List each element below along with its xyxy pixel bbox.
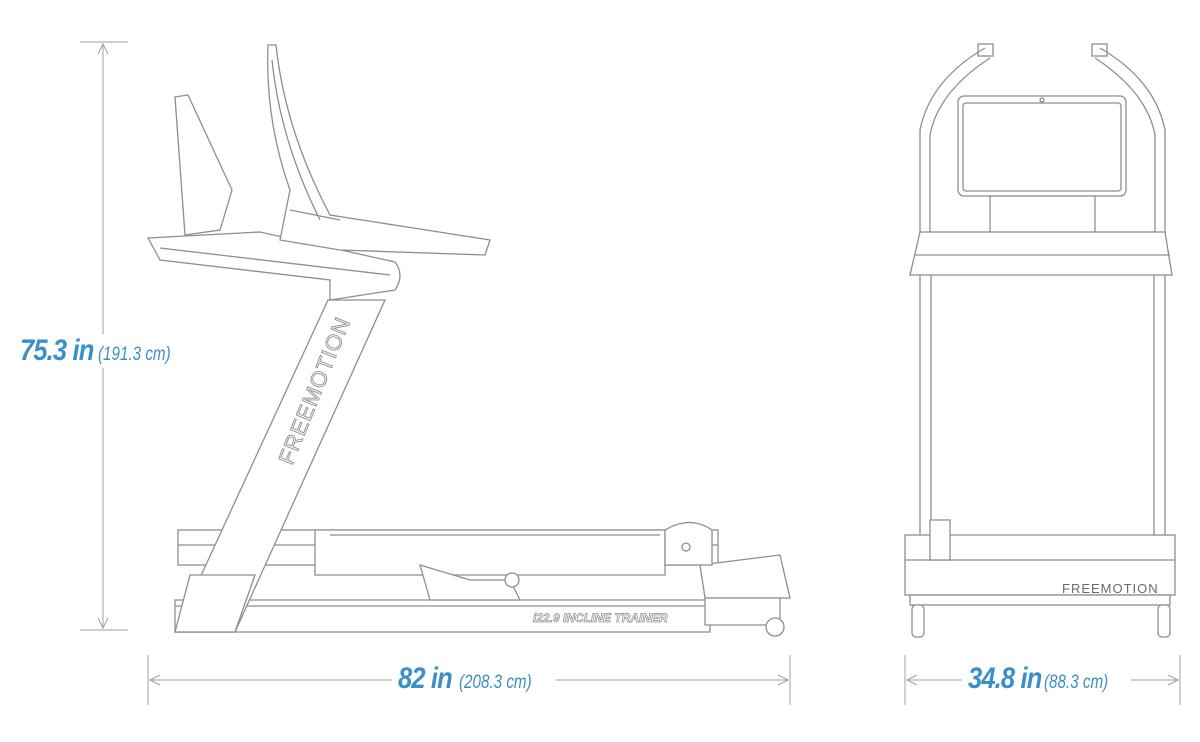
width-dimension-label: 34.8 in(88.3 cm) bbox=[962, 662, 1131, 696]
height-dimension-label: 75.3 in(191.3 cm) bbox=[20, 334, 190, 368]
length-imperial: 82 in bbox=[398, 662, 453, 695]
height-metric: (191.3 cm) bbox=[98, 344, 172, 365]
length-dimension-label: 82 in (208.3 cm) bbox=[392, 662, 557, 696]
treadmill-side-view: FREEMOTION i22.9 INCLINE TRAINER bbox=[146, 44, 791, 637]
brand-logo-front: FREEMOTION bbox=[1062, 581, 1159, 596]
width-imperial: 34.8 in bbox=[968, 662, 1042, 695]
length-metric: (208.3 cm) bbox=[459, 672, 533, 693]
height-imperial: 75.3 in bbox=[20, 334, 94, 367]
treadmill-front-view: FREEMOTION bbox=[904, 43, 1176, 638]
model-label: i22.9 INCLINE TRAINER bbox=[533, 611, 668, 625]
width-metric: (88.3 cm) bbox=[1044, 672, 1109, 693]
